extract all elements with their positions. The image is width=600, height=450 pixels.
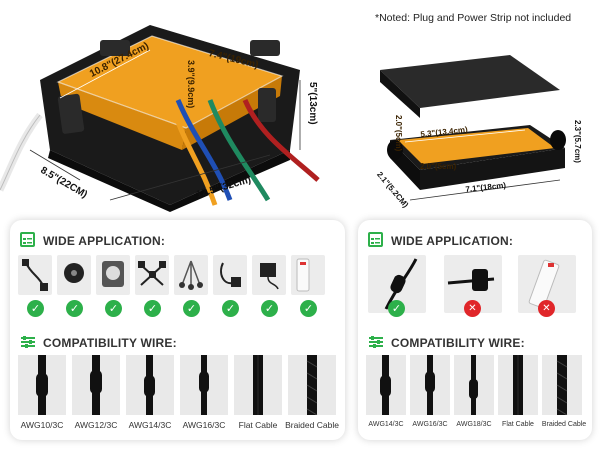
- wire-braided-cable: [288, 355, 336, 416]
- power-strip-icon: [291, 255, 325, 295]
- wire-awg18: [454, 355, 494, 415]
- left-info-panel: WIDE APPLICATION: ✓ ✓ ✓ ✓ ✓ ✓ ✓ ✓ COMPAT…: [10, 220, 345, 440]
- wire-awg14: [366, 355, 406, 415]
- wire-label: Braided Cable: [541, 421, 587, 428]
- check-icon: ✓: [27, 300, 44, 317]
- dim-inner-depth: 3.9"(9.9cm): [186, 60, 196, 109]
- wire-awg10: [18, 355, 66, 415]
- dim-right-inner-width: 2.0"(5cm): [420, 162, 457, 171]
- dim-right-inner-height: 2.0"(5cm): [394, 115, 403, 152]
- wire-awg16: [180, 355, 228, 415]
- splitter-cord-icon: [135, 255, 169, 295]
- wire-flat-cable: [498, 355, 538, 415]
- wire-flat-cable: [234, 355, 282, 415]
- dim-height: 5"(13cm): [307, 82, 318, 125]
- compatibility-title: COMPATIBILITY WIRE:: [391, 336, 525, 350]
- compatibility-title: COMPATIBILITY WIRE:: [43, 336, 177, 350]
- plug-list-icon: [20, 232, 35, 247]
- cross-icon: ✕: [464, 300, 481, 317]
- timer-icon: [96, 255, 130, 295]
- check-icon: ✓: [388, 300, 405, 317]
- extension-cord-icon: [18, 255, 52, 295]
- wire-label: AWG18/3C: [456, 421, 492, 428]
- wire-braided-cable: [542, 355, 582, 416]
- wire-awg14: [126, 355, 174, 415]
- check-icon: ✓: [66, 300, 83, 317]
- sliders-icon: [20, 335, 36, 349]
- power-adapter-icon: [252, 255, 286, 295]
- small-junction-box-illustration: [360, 30, 600, 210]
- smart-plug-icon: [57, 255, 91, 295]
- application-title: WIDE APPLICATION:: [391, 234, 514, 248]
- wire-label: AWG12/3C: [74, 420, 118, 430]
- check-icon: ✓: [105, 300, 122, 317]
- plug-list-icon: [368, 232, 383, 247]
- wire-label: AWG16/3C: [182, 420, 226, 430]
- wire-awg12: [72, 355, 120, 415]
- cross-icon: ✕: [538, 300, 555, 317]
- wire-label: Braided Cable: [285, 420, 339, 430]
- check-icon: ✓: [222, 300, 239, 317]
- wire-label: Flat Cable: [238, 420, 278, 430]
- wire-label: AWG14/3C: [128, 420, 172, 430]
- wire-label: AWG16/3C: [412, 421, 448, 428]
- multi-splitter-icon: [174, 255, 208, 295]
- check-icon: ✓: [144, 300, 161, 317]
- adapter-icon: [213, 255, 247, 295]
- wire-label: AWG14/3C: [368, 421, 404, 428]
- check-icon: ✓: [300, 300, 317, 317]
- dim-right-outer-height: 2.3"(5.7cm): [573, 120, 582, 163]
- check-icon: ✓: [261, 300, 278, 317]
- large-junction-box-illustration: [0, 0, 340, 220]
- wire-awg16: [410, 355, 450, 415]
- wire-label: Flat Cable: [502, 421, 534, 428]
- sliders-icon: [368, 335, 384, 349]
- wire-label: AWG10/3C: [20, 420, 64, 430]
- check-icon: ✓: [183, 300, 200, 317]
- extension-cord-icon: [368, 255, 426, 313]
- application-title: WIDE APPLICATION:: [43, 234, 166, 248]
- note-text: *Noted: Plug and Power Strip not include…: [375, 12, 572, 24]
- right-info-panel: WIDE APPLICATION: ✓ ✕ ✕ COMPATIBILITY WI…: [358, 220, 592, 440]
